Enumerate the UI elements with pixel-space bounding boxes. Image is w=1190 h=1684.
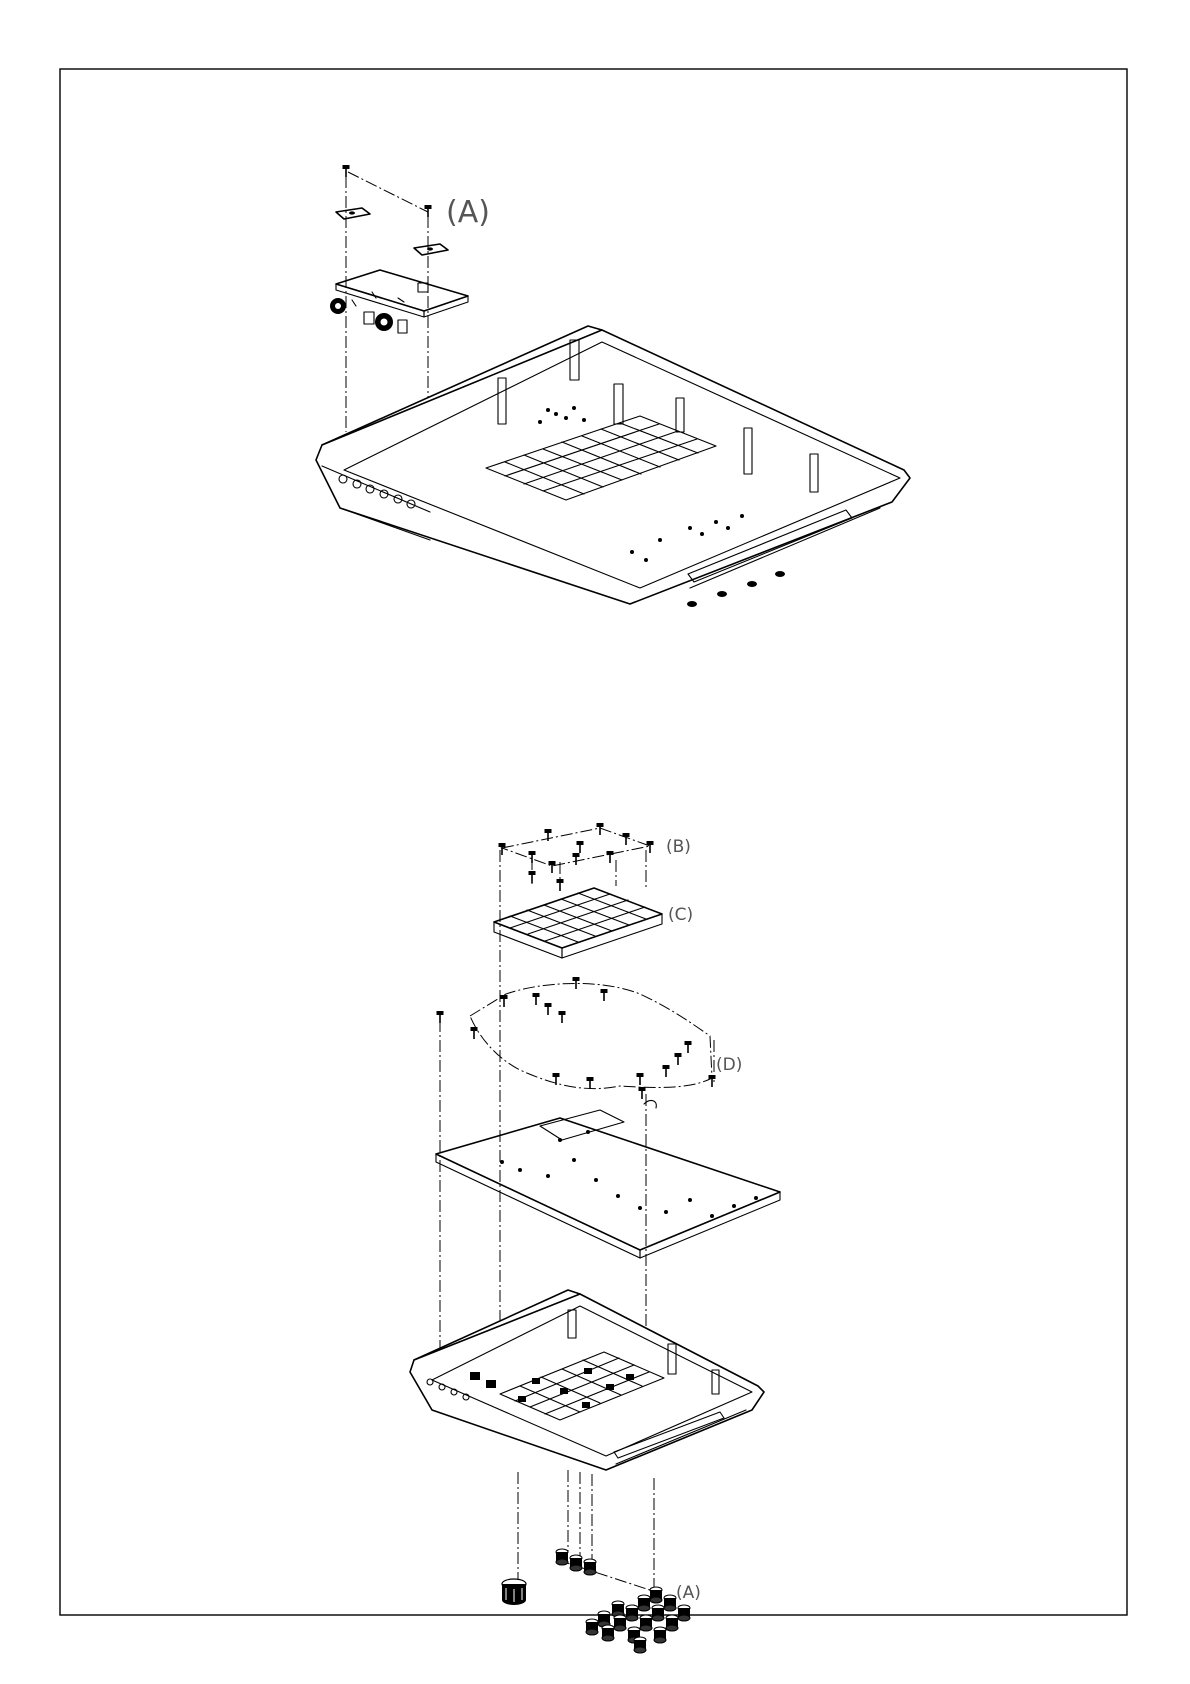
- bottom-housing-lower: [410, 1290, 764, 1470]
- jack-knob: [330, 298, 346, 314]
- screw-group-b: [499, 823, 654, 891]
- jack-knob: [375, 313, 393, 331]
- bottom-assembly: (B) (C) (D) (A): [410, 823, 780, 1653]
- label-d: (D): [716, 1055, 742, 1075]
- knob: [502, 1579, 526, 1605]
- feet-a: [556, 1549, 690, 1653]
- label-a-bottom: (A): [676, 1583, 701, 1603]
- label-c: (C): [668, 905, 693, 925]
- key-frame-c: [494, 888, 662, 958]
- label-a-top: (A): [446, 195, 490, 230]
- jack-pcb: [330, 270, 468, 333]
- bottom-housing: [316, 326, 910, 607]
- top-assembly: (A): [316, 165, 910, 607]
- screw-a-left: [343, 165, 350, 177]
- label-b: (B): [666, 837, 691, 857]
- bracket-right: [414, 244, 448, 255]
- main-pcb: [436, 1110, 780, 1258]
- bracket-left: [336, 208, 370, 219]
- screw-group-d: [437, 977, 716, 1108]
